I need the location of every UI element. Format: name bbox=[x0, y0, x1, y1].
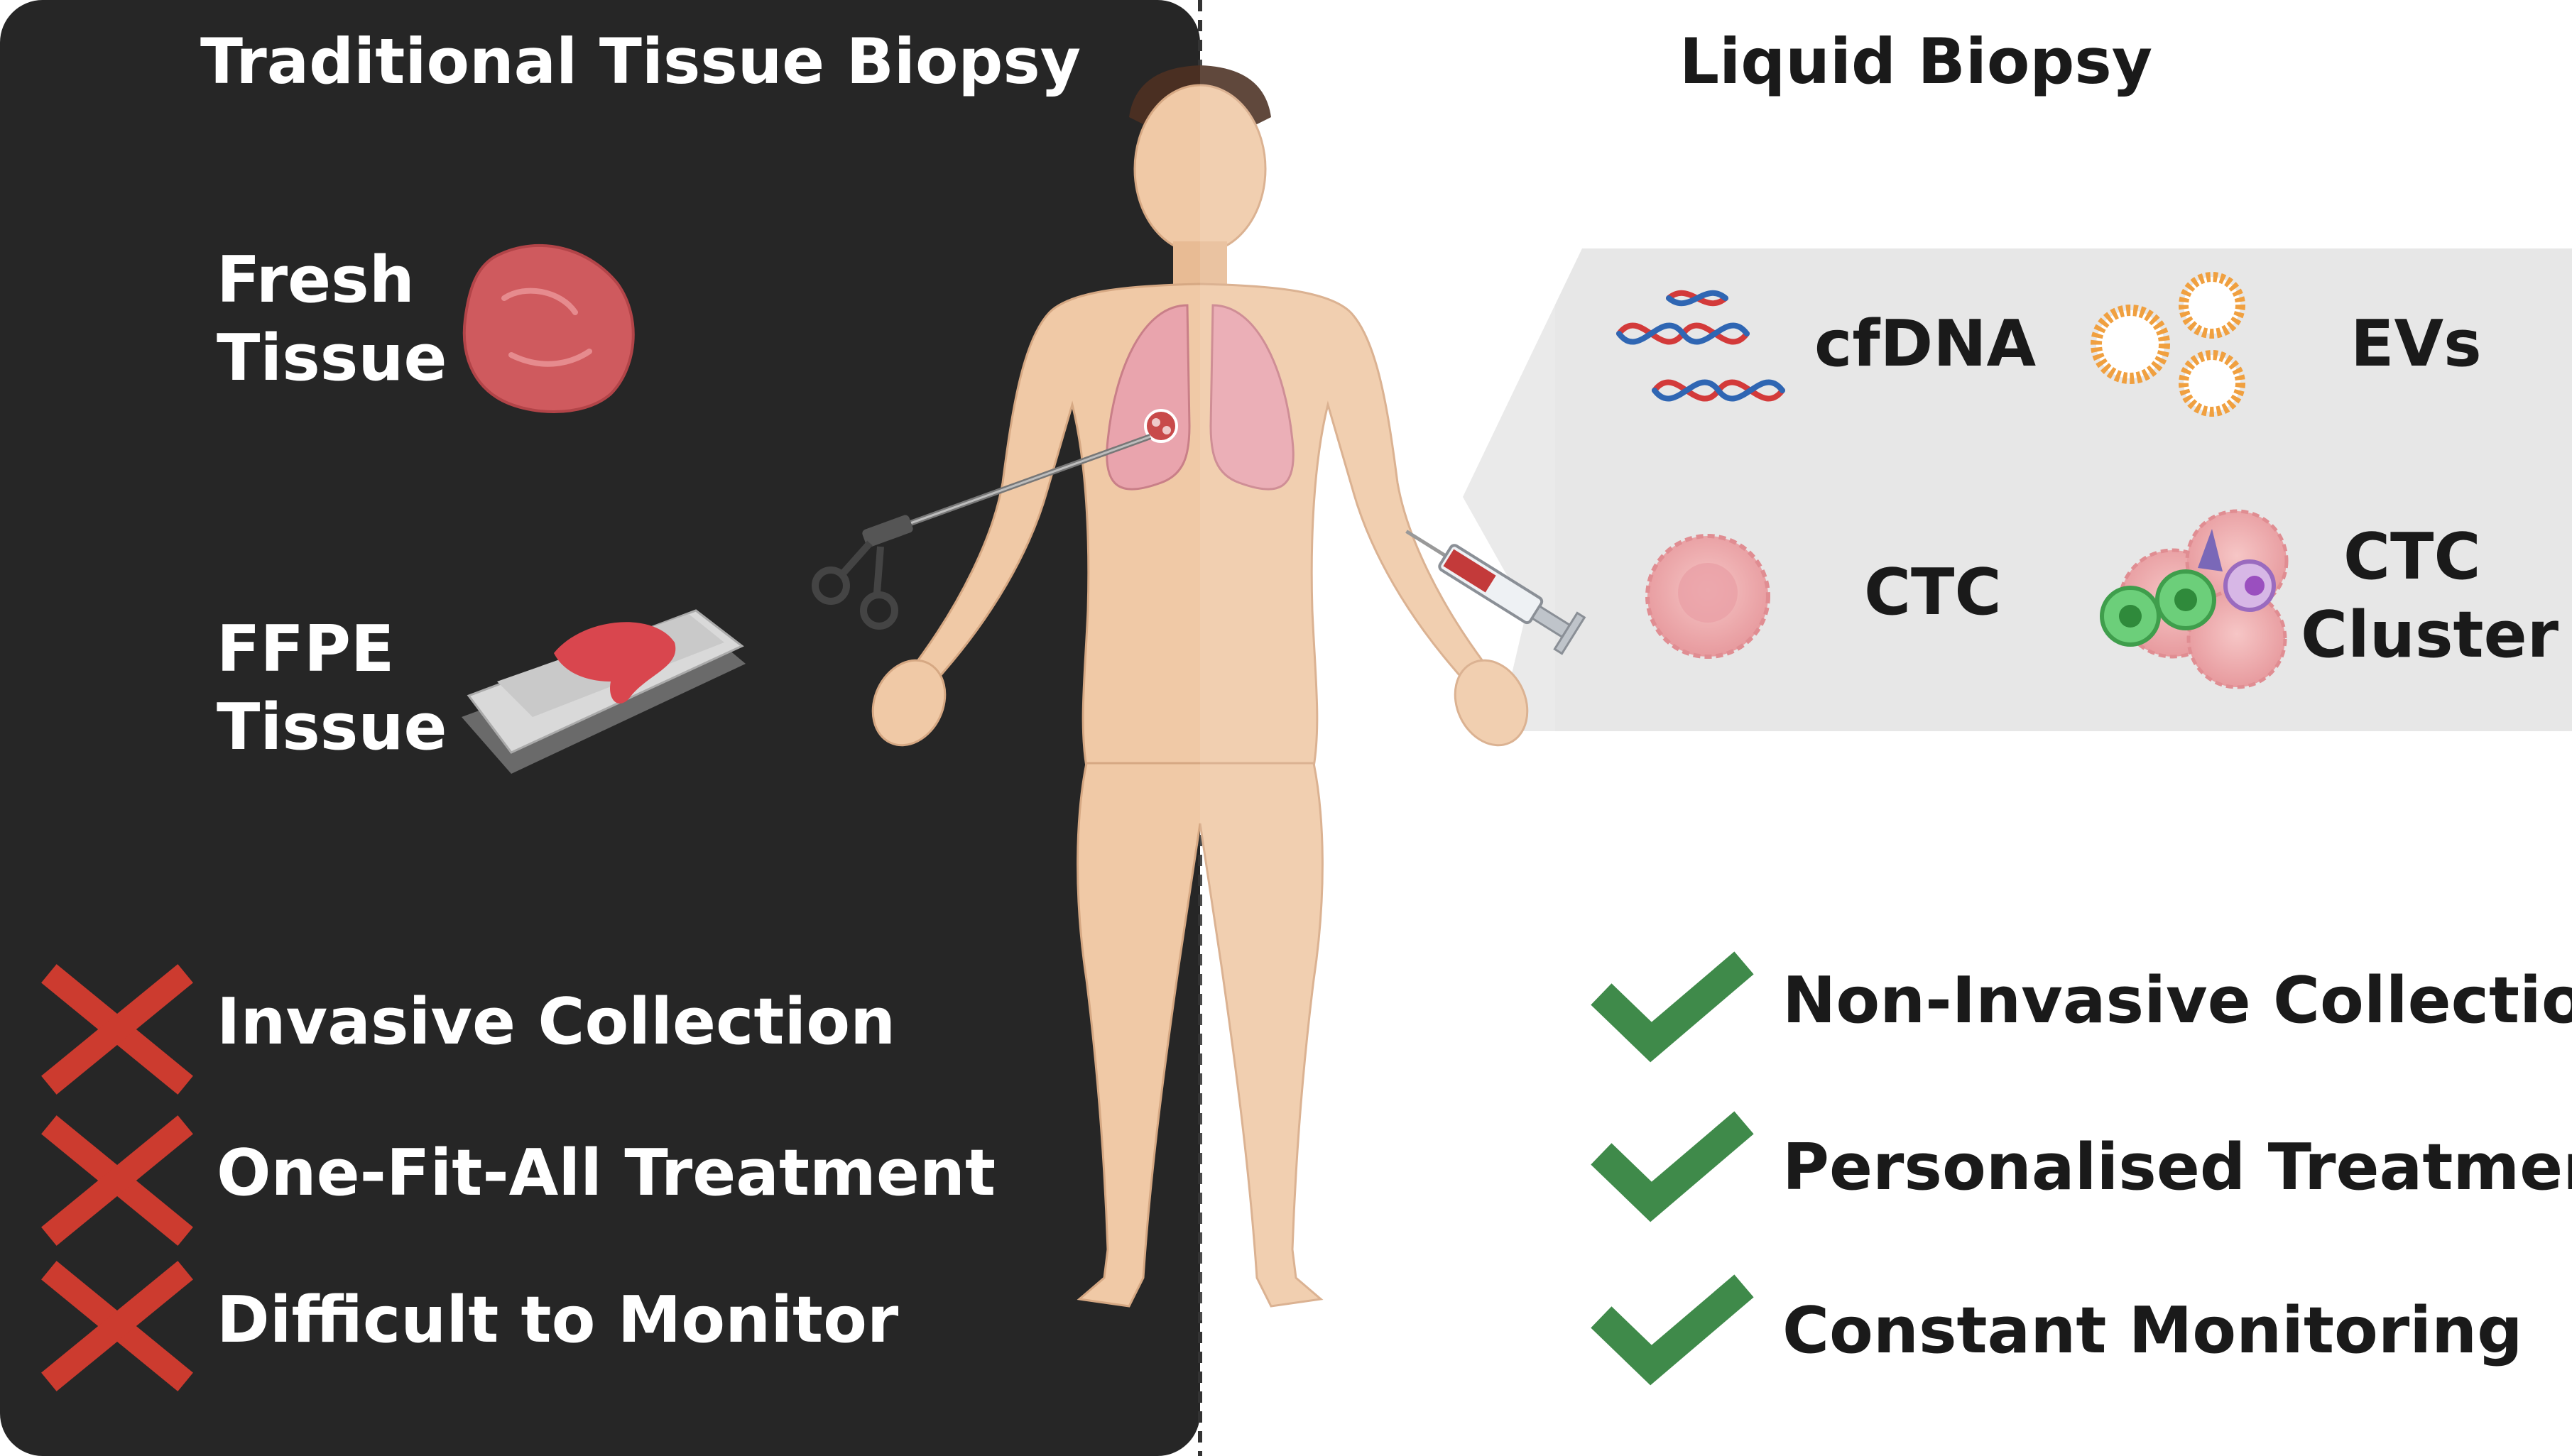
liquid-biopsy-title: Liquid Biopsy bbox=[1679, 25, 2153, 98]
ffpe-tissue-label-line2: Tissue bbox=[217, 690, 447, 765]
syringe-icon bbox=[1405, 530, 1586, 655]
check-icon bbox=[1591, 1274, 1754, 1386]
fresh-tissue-label-line1: Fresh bbox=[217, 243, 415, 317]
ctc-cluster-label-line2: Cluster bbox=[2301, 598, 2559, 672]
ffpe-tissue-label-line1: FFPE bbox=[217, 612, 395, 686]
ctc-cluster-icon bbox=[2100, 509, 2289, 689]
drawback-invasive-collection: Invasive Collection bbox=[217, 985, 896, 1059]
tissue-biopsy-title: Traditional Tissue Biopsy bbox=[200, 25, 1081, 98]
biopsy-forceps-icon bbox=[812, 434, 1152, 630]
ctc-icon bbox=[1645, 534, 1770, 659]
cfdna-icon bbox=[1616, 290, 1785, 402]
benefit-non-invasive-collection: Non-Invasive Collection bbox=[1782, 963, 2572, 1038]
check-icon bbox=[1591, 951, 1754, 1063]
check-icon bbox=[1591, 1111, 1754, 1222]
drawback-difficult-to-monitor: Difficult to Monitor bbox=[217, 1283, 899, 1357]
fresh-tissue-icon bbox=[462, 243, 635, 413]
evs-label: EVs bbox=[2350, 307, 2482, 381]
cross-icon bbox=[41, 964, 193, 1095]
drawback-one-fit-all-treatment: One-Fit-All Treatment bbox=[217, 1136, 996, 1210]
fresh-tissue-label-line2: Tissue bbox=[217, 321, 447, 395]
evs-icon bbox=[2091, 272, 2245, 417]
ctc-label: CTC bbox=[1864, 555, 2002, 630]
benefit-personalised-treatment: Personalised Treatment bbox=[1782, 1130, 2572, 1205]
benefit-constant-monitoring: Constant Monitoring bbox=[1782, 1293, 2523, 1368]
ffpe-block-icon bbox=[462, 609, 746, 774]
cfdna-label: cfDNA bbox=[1814, 307, 2037, 381]
cross-icon bbox=[41, 1115, 193, 1246]
ctc-cluster-label-line1: CTC bbox=[2343, 520, 2481, 594]
cross-icon bbox=[41, 1261, 193, 1391]
